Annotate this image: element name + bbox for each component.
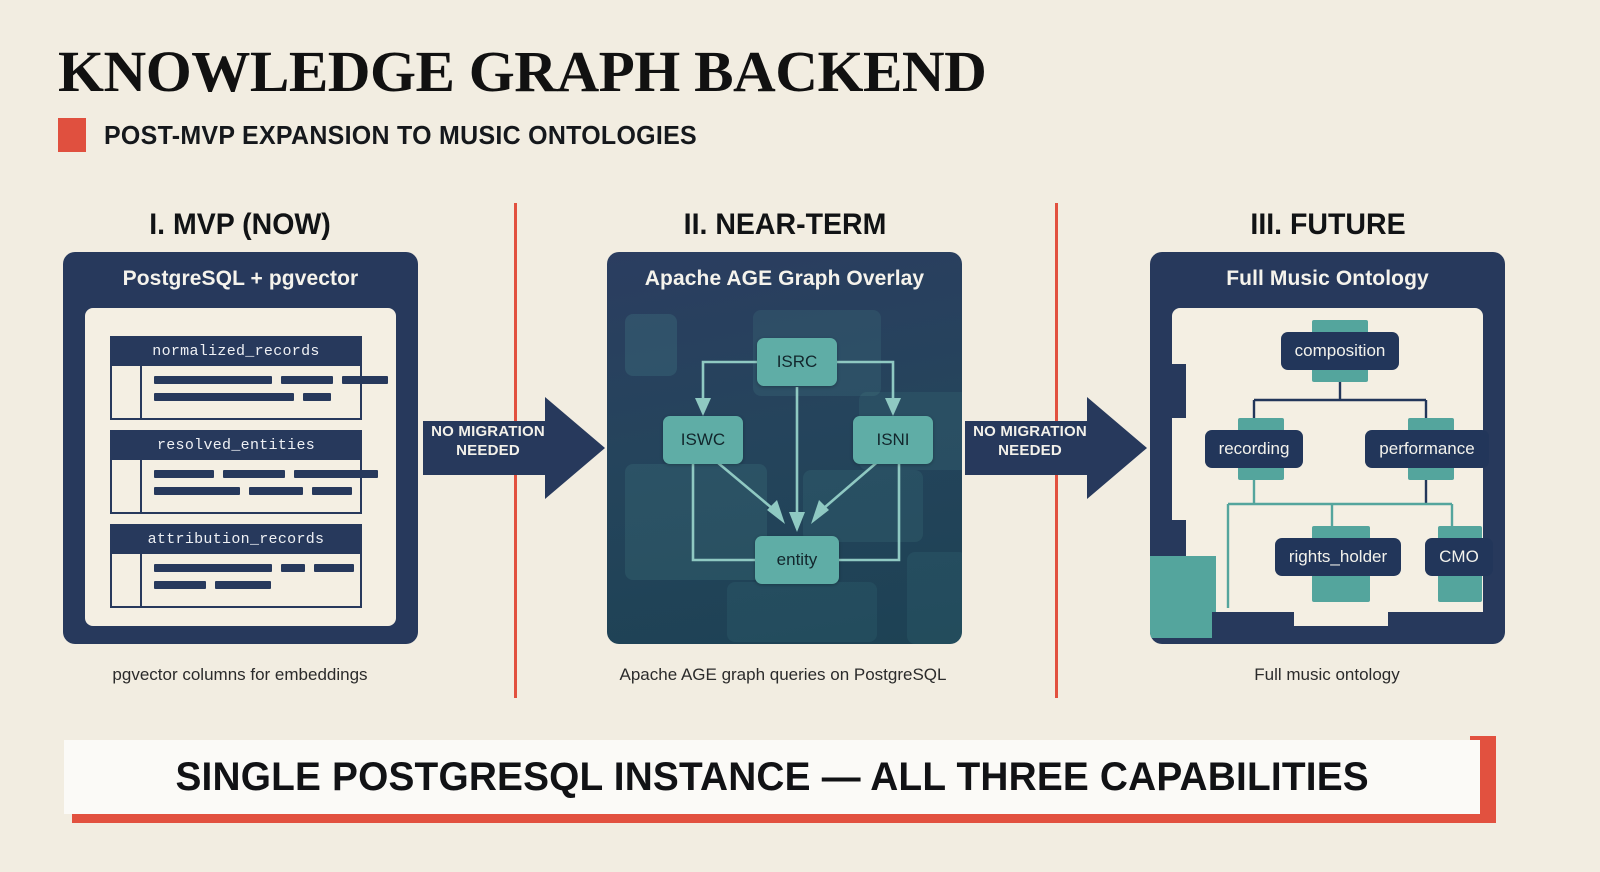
tree-node-rights-holder[interactable]: rights_holder (1262, 526, 1414, 602)
caption-future: Full music ontology (1254, 665, 1400, 684)
tree-node-label-box: performance (1365, 430, 1489, 468)
panel-future: Full Music Ontology (1150, 252, 1505, 644)
table-rows (112, 554, 360, 606)
panel-title-future: Full Music Ontology (1226, 267, 1429, 290)
caption-near-term: Apache AGE graph queries on PostgreSQL (619, 665, 947, 684)
graph-node-isni[interactable]: ISNI (853, 416, 933, 464)
table-rows (112, 460, 378, 512)
accent-swatch-icon (58, 118, 86, 152)
graph-node-label: entity (776, 550, 818, 569)
table-gutter (112, 460, 142, 512)
table-row (154, 581, 354, 589)
banner-text: SINGLE POSTGRESQL INSTANCE — ALL THREE C… (175, 754, 1369, 799)
panel-body-future: composition recording performance rights… (1150, 308, 1493, 638)
page-subtitle: POST-MVP EXPANSION TO MUSIC ONTOLOGIES (104, 119, 697, 150)
table-gutter (112, 554, 142, 606)
tree-node-label-box: composition (1280, 332, 1400, 370)
table-row (154, 564, 354, 572)
tree-node-cmo[interactable]: CMO (1422, 526, 1496, 602)
tree-node-label: rights_holder (1288, 547, 1388, 566)
column-heading-nearterm: II. NEAR-TERM (683, 208, 887, 241)
graph-node-label: ISNI (876, 430, 910, 449)
tree-node-label: CMO (1439, 547, 1479, 566)
banner-underline (72, 812, 1496, 823)
graph-node-label: ISRC (776, 352, 818, 371)
deco-block (1212, 612, 1294, 638)
tree-node-label: performance (1379, 439, 1475, 458)
tree-node-composition[interactable]: composition (1256, 320, 1424, 382)
panel-near-term: Apache AGE Graph Overlay (607, 252, 962, 644)
subtitle-row: POST-MVP EXPANSION TO MUSIC ONTOLOGIES (58, 118, 722, 152)
table-row (154, 393, 388, 401)
graph-node-entity[interactable]: entity (755, 536, 839, 584)
deco-block (1150, 520, 1186, 558)
table-name: attribution_records (112, 526, 360, 554)
column-heading-future: III. FUTURE (1250, 208, 1406, 241)
column-heading-mvp: I. MVP (NOW) (149, 208, 331, 241)
table-row (154, 376, 388, 384)
deco-block (625, 314, 677, 376)
table-card-resolved-entities: resolved_entities (110, 430, 378, 514)
table-name: normalized_records (112, 338, 360, 366)
tree-node-label-box: CMO (1425, 538, 1493, 576)
graph-node-isrc[interactable]: ISRC (757, 338, 837, 386)
summary-banner: SINGLE POSTGRESQL INSTANCE — ALL THREE C… (64, 736, 1496, 823)
table-row (154, 470, 378, 478)
graph-node-label: ISWC (680, 430, 726, 449)
deco-block (907, 552, 962, 644)
table-name: resolved_entities (112, 432, 360, 460)
deco-block (1388, 612, 1484, 638)
panel-body-mvp: normalized_records resolved_entities (85, 308, 396, 626)
deco-block (1150, 556, 1216, 638)
tree-edges (1226, 370, 1454, 608)
panel-title-near-term: Apache AGE Graph Overlay (644, 267, 925, 290)
migration-arrow-2: NO MIGRATION NEEDED (965, 393, 1147, 503)
table-card-normalized-records: normalized_records (110, 336, 388, 420)
graph-node-iswc[interactable]: ISWC (663, 416, 743, 464)
tree-node-label-box: recording (1204, 430, 1304, 468)
panel-mvp: PostgreSQL + pgvector normalized_records (63, 252, 418, 644)
caption-mvp: pgvector columns for embeddings (112, 665, 368, 684)
panel-title-mvp: PostgreSQL + pgvector (122, 267, 359, 290)
deco-block (1150, 364, 1186, 418)
deco-block (727, 582, 877, 642)
tree-node-recording[interactable]: recording (1188, 418, 1320, 480)
tree-node-label: recording (1218, 439, 1290, 458)
table-row (154, 487, 378, 495)
page-title: KNOWLEDGE GRAPH BACKEND (58, 39, 987, 104)
tree-node-label: composition (1294, 341, 1386, 360)
table-rows (112, 366, 388, 418)
table-card-attribution-records: attribution_records (110, 524, 362, 608)
tree-node-performance[interactable]: performance (1354, 418, 1500, 480)
migration-arrow-1: NO MIGRATION NEEDED (423, 393, 605, 503)
table-gutter (112, 366, 142, 418)
tree-node-label-box: rights_holder (1274, 538, 1402, 576)
banner-plate: SINGLE POSTGRESQL INSTANCE — ALL THREE C… (64, 740, 1480, 814)
